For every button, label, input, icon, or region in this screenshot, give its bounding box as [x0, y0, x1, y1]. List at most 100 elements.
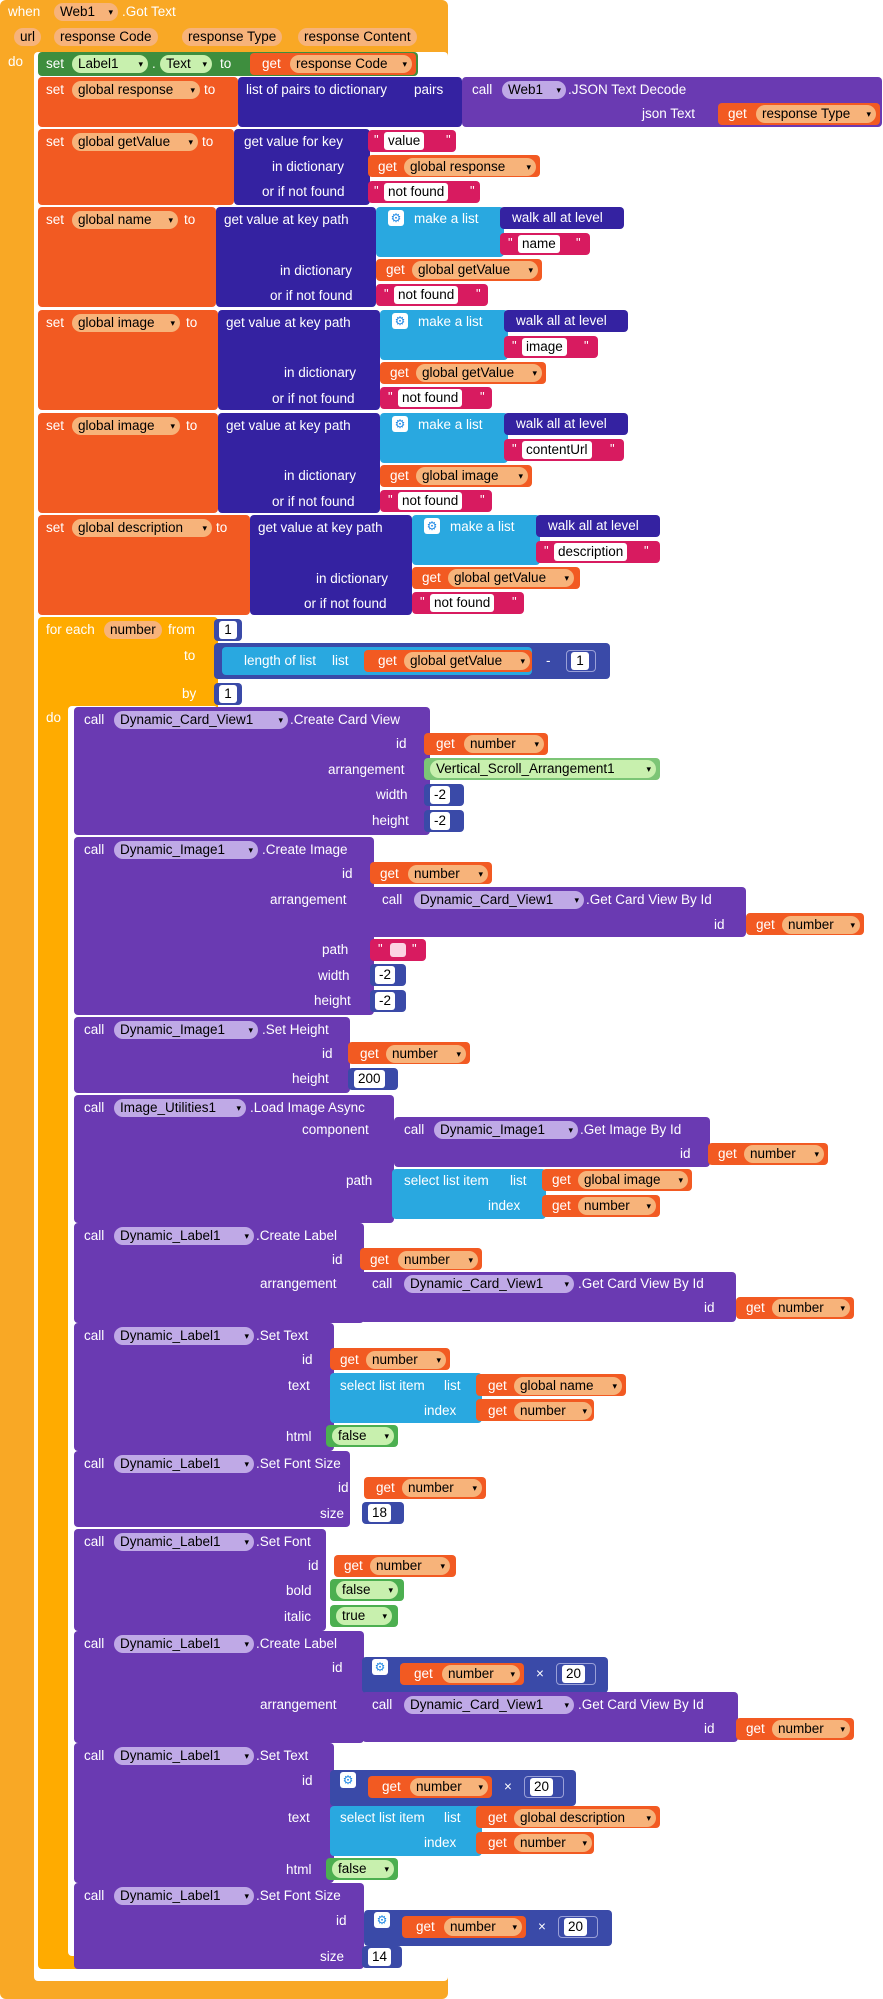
global-image-var-dropdown[interactable]: global image▾: [72, 314, 180, 332]
number-var-dropdown[interactable]: number▾: [744, 1145, 824, 1163]
web1-component-dropdown[interactable]: Web1▾: [54, 3, 118, 21]
size-value[interactable]: 18: [368, 1504, 392, 1522]
global-description-var-dropdown[interactable]: global description▾: [72, 519, 212, 537]
get-value-at-key-path-block[interactable]: [250, 515, 412, 615]
select-list-item-block[interactable]: [330, 1373, 482, 1423]
global-image-var-dropdown[interactable]: global image▾: [416, 467, 528, 485]
dynamic-label1-dropdown[interactable]: Dynamic_Label1▾: [114, 1227, 254, 1245]
from-value[interactable]: 1: [219, 621, 237, 639]
not-found-string[interactable]: not found: [398, 389, 463, 407]
param-response-code[interactable]: response Code: [54, 28, 158, 46]
multiply-value[interactable]: 20: [530, 1778, 554, 1796]
path-string[interactable]: [390, 943, 406, 957]
not-found-string[interactable]: not found: [398, 492, 463, 510]
walk-all-at-level-block[interactable]: [536, 515, 660, 537]
gear-icon[interactable]: ⚙: [374, 1912, 390, 1928]
select-list-item-block[interactable]: [330, 1806, 482, 1856]
size-value[interactable]: 14: [368, 1948, 392, 1966]
multiply-value[interactable]: 20: [562, 1665, 586, 1683]
number-var-dropdown[interactable]: number▾: [464, 735, 544, 753]
global-getvalue-var-dropdown[interactable]: global getValue▾: [412, 261, 538, 279]
dynamic-card-view1-dropdown[interactable]: Dynamic_Card_View1▾: [404, 1275, 574, 1293]
width-value[interactable]: -2: [430, 786, 451, 804]
name-string[interactable]: name: [518, 235, 560, 253]
global-getvalue-var-dropdown[interactable]: global getValue▾: [416, 364, 542, 382]
by-value[interactable]: 1: [219, 685, 237, 703]
number-var-dropdown[interactable]: number▾: [402, 1479, 482, 1497]
gear-icon[interactable]: ⚙: [372, 1659, 388, 1675]
get-value-at-key-path-block[interactable]: [218, 413, 380, 513]
height-value[interactable]: 200: [354, 1070, 385, 1088]
not-found-string[interactable]: not found: [430, 594, 495, 612]
not-found-string[interactable]: not found: [384, 183, 449, 201]
not-found-string[interactable]: not found: [394, 286, 459, 304]
global-getvalue-var-dropdown[interactable]: global getValue▾: [448, 569, 574, 587]
global-response-var-dropdown[interactable]: global response▾: [72, 81, 200, 99]
dynamic-card-view1-dropdown[interactable]: Dynamic_Card_View1▾: [114, 711, 288, 729]
dynamic-label1-dropdown[interactable]: Dynamic_Label1▾: [114, 1327, 254, 1345]
gear-icon[interactable]: ⚙: [392, 416, 408, 432]
number-var-dropdown[interactable]: number▾: [410, 1778, 488, 1796]
dynamic-card-view1-dropdown[interactable]: Dynamic_Card_View1▾: [404, 1696, 574, 1714]
bold-false-dropdown[interactable]: false▾: [336, 1581, 398, 1599]
false-dropdown[interactable]: false▾: [332, 1860, 394, 1878]
dynamic-image1-dropdown[interactable]: Dynamic_Image1▾: [114, 841, 258, 859]
dynamic-label1-dropdown[interactable]: Dynamic_Label1▾: [114, 1747, 254, 1765]
minus-value[interactable]: 1: [571, 652, 589, 670]
param-response-content[interactable]: response Content: [298, 28, 417, 46]
gear-icon[interactable]: ⚙: [388, 210, 404, 226]
global-name-var-dropdown[interactable]: global name▾: [514, 1377, 622, 1395]
walk-all-at-level-block[interactable]: [504, 413, 628, 435]
call-create-image-block[interactable]: [74, 837, 374, 1015]
number-var-dropdown[interactable]: number▾: [386, 1045, 466, 1063]
dynamic-image1-dropdown[interactable]: Dynamic_Image1▾: [114, 1021, 258, 1039]
height-value[interactable]: -2: [375, 992, 396, 1010]
number-var-dropdown[interactable]: number▾: [514, 1834, 592, 1852]
gear-icon[interactable]: ⚙: [392, 313, 408, 329]
get-value-at-key-path-block[interactable]: [218, 310, 380, 410]
get-value-for-key-block[interactable]: [234, 129, 370, 205]
number-var-dropdown[interactable]: number▾: [442, 1665, 520, 1683]
dynamic-label1-dropdown[interactable]: Dynamic_Label1▾: [114, 1887, 254, 1905]
global-image-var-dropdown[interactable]: global image▾: [72, 417, 180, 435]
number-var-dropdown[interactable]: number▾: [398, 1251, 478, 1269]
description-string[interactable]: description: [554, 543, 628, 561]
response-code-var-dropdown[interactable]: response Code▾: [290, 55, 412, 73]
number-var-dropdown[interactable]: number▾: [366, 1351, 446, 1369]
text-property-dropdown[interactable]: Text▾: [160, 55, 212, 73]
contenturl-string[interactable]: contentUrl: [522, 441, 592, 459]
global-description-var-dropdown[interactable]: global description▾: [514, 1809, 656, 1827]
select-list-item-block[interactable]: [392, 1169, 546, 1219]
number-var-dropdown[interactable]: number▾: [514, 1402, 592, 1420]
dynamic-card-view1-dropdown[interactable]: Dynamic_Card_View1▾: [414, 891, 584, 909]
label1-component-dropdown[interactable]: Label1▾: [72, 55, 148, 73]
get-value-at-key-path-block[interactable]: [216, 207, 376, 307]
dynamic-label1-dropdown[interactable]: Dynamic_Label1▾: [114, 1635, 254, 1653]
image-utilities1-dropdown[interactable]: Image_Utilities1▾: [114, 1099, 246, 1117]
number-loop-var[interactable]: number: [104, 621, 162, 639]
number-var-dropdown[interactable]: number▾: [772, 1299, 850, 1317]
image-string[interactable]: image: [522, 338, 567, 356]
global-image-var-dropdown[interactable]: global image▾: [578, 1171, 688, 1189]
number-var-dropdown[interactable]: number▾: [370, 1557, 450, 1575]
walk-all-at-level-block[interactable]: [504, 310, 628, 332]
gear-icon[interactable]: ⚙: [424, 518, 440, 534]
number-var-dropdown[interactable]: number▾: [444, 1918, 522, 1936]
global-getvalue-var-dropdown[interactable]: global getValue▾: [404, 652, 530, 670]
response-type-var-dropdown[interactable]: response Type▾: [756, 105, 876, 123]
global-getvalue-var-dropdown[interactable]: global getValue▾: [72, 133, 198, 151]
number-var-dropdown[interactable]: number▾: [408, 865, 488, 883]
italic-true-dropdown[interactable]: true▾: [336, 1607, 392, 1625]
dynamic-label1-dropdown[interactable]: Dynamic_Label1▾: [114, 1533, 254, 1551]
call-set-text-block[interactable]: [74, 1743, 334, 1883]
multiply-value[interactable]: 20: [564, 1918, 588, 1936]
value-string[interactable]: value: [384, 132, 425, 150]
dynamic-label1-dropdown[interactable]: Dynamic_Label1▾: [114, 1455, 254, 1473]
dynamic-image1-dropdown[interactable]: Dynamic_Image1▾: [434, 1121, 578, 1139]
web1-dropdown[interactable]: Web1▾: [502, 81, 566, 99]
vertical-scroll-arrangement1-dropdown[interactable]: Vertical_Scroll_Arrangement1▾: [430, 760, 656, 778]
walk-all-at-level-block[interactable]: [500, 207, 624, 229]
height-value[interactable]: -2: [430, 812, 451, 830]
number-var-dropdown[interactable]: number▾: [782, 916, 860, 934]
global-name-var-dropdown[interactable]: global name▾: [72, 211, 178, 229]
